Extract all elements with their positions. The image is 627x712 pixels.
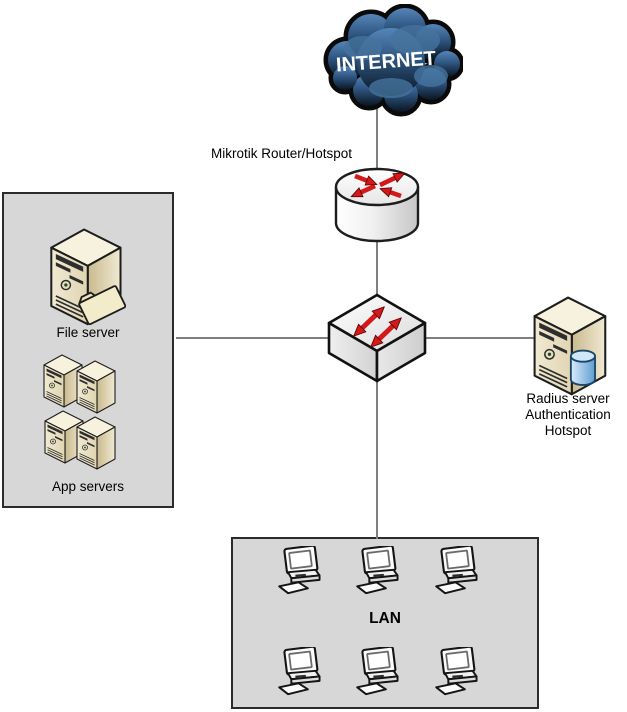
workstation-icon [435,546,478,595]
internet-cloud-icon: INTERNET [323,4,463,117]
file-server-icon [50,228,126,326]
workstation-icon [435,647,478,696]
workstation-icon [356,546,399,595]
switch-icon [327,293,427,383]
switch-arrows [357,310,398,344]
tower-icon [76,416,116,470]
switch-right-face [375,321,427,383]
lan-label: LAN [369,610,401,627]
app-servers-icon [43,354,116,470]
radius-label-line3: Hotspot [544,423,592,438]
router-icon [334,167,420,243]
router-arrows [355,175,401,199]
app-servers-label: App servers [51,479,125,494]
folder-icon [77,285,126,326]
workstation-icon [278,647,321,696]
cloud-highlights [344,25,448,98]
workstation-icon [356,647,399,696]
router-top [334,167,420,207]
radius-label-line2: Authentication [525,407,611,422]
workstation-icon [278,546,321,595]
tower-icon [43,354,83,408]
database-icon [569,349,596,386]
radius-server-label: Radius server Authentication Hotspot [509,391,627,439]
tower-icon [76,360,116,414]
radius-server-icon [533,296,607,396]
radius-label-line1: Radius server [526,391,610,406]
file-server-label: File server [56,325,120,340]
router-label: Mikrotik Router/Hotspot [210,146,352,161]
